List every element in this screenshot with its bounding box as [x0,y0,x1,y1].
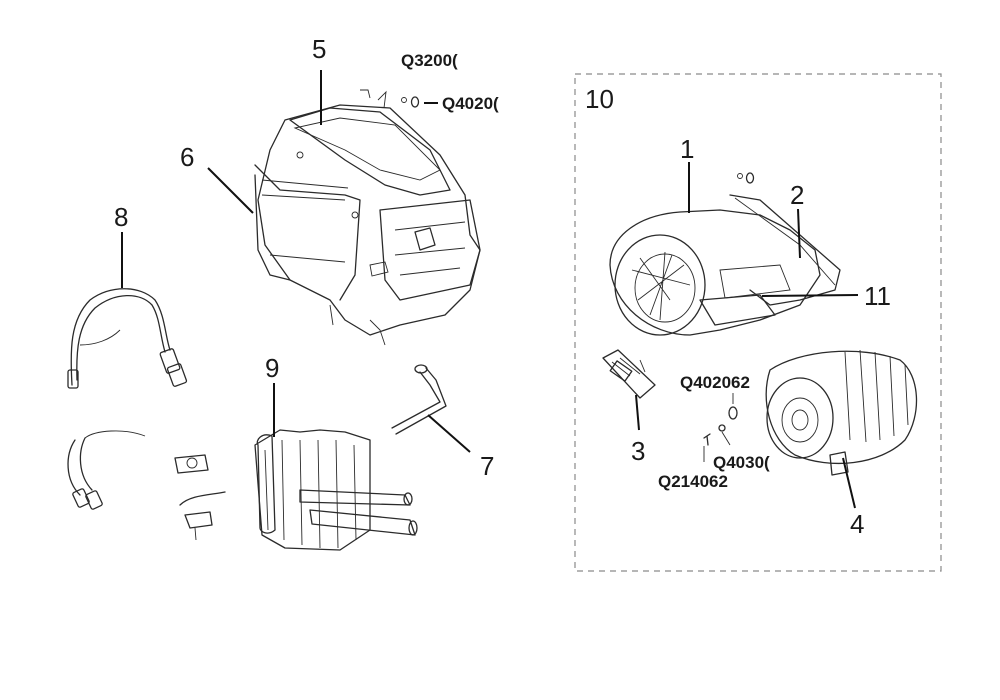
hvac-housing-icon [254,89,481,346]
callout-11: 11 [864,281,891,311]
callout-2: 2 [790,180,804,210]
callout-8: 8 [114,202,128,232]
callout-1: 1 [680,134,694,164]
blower-motor-icon [765,349,918,476]
callout-10: 10 [585,84,614,114]
wire-harness-icon [67,288,188,389]
callout-6: 6 [180,142,194,172]
leader-lines [121,70,859,509]
callout-4: 4 [850,509,864,539]
drain-hose-icon [391,364,447,435]
code-q4030: Q4030( [713,453,770,472]
callout-3: 3 [631,436,645,466]
callout-7: 7 [480,451,494,481]
callout-9: 9 [265,353,279,383]
evaporator-core-icon [254,429,418,551]
screw-icon [703,406,738,446]
assembly-10-box [574,73,942,572]
code-q402062: Q402062 [680,373,750,392]
code-q214062: Q214062 [658,472,728,491]
washer-icon [401,96,420,108]
sensor-wire-icon [67,430,226,541]
callout-5: 5 [312,34,326,64]
code-q32006: Q3200( [401,51,458,70]
blower-fan-icon [609,172,841,336]
blower-resistor-icon [602,349,656,399]
code-q40206-top: Q4020( [442,94,499,113]
